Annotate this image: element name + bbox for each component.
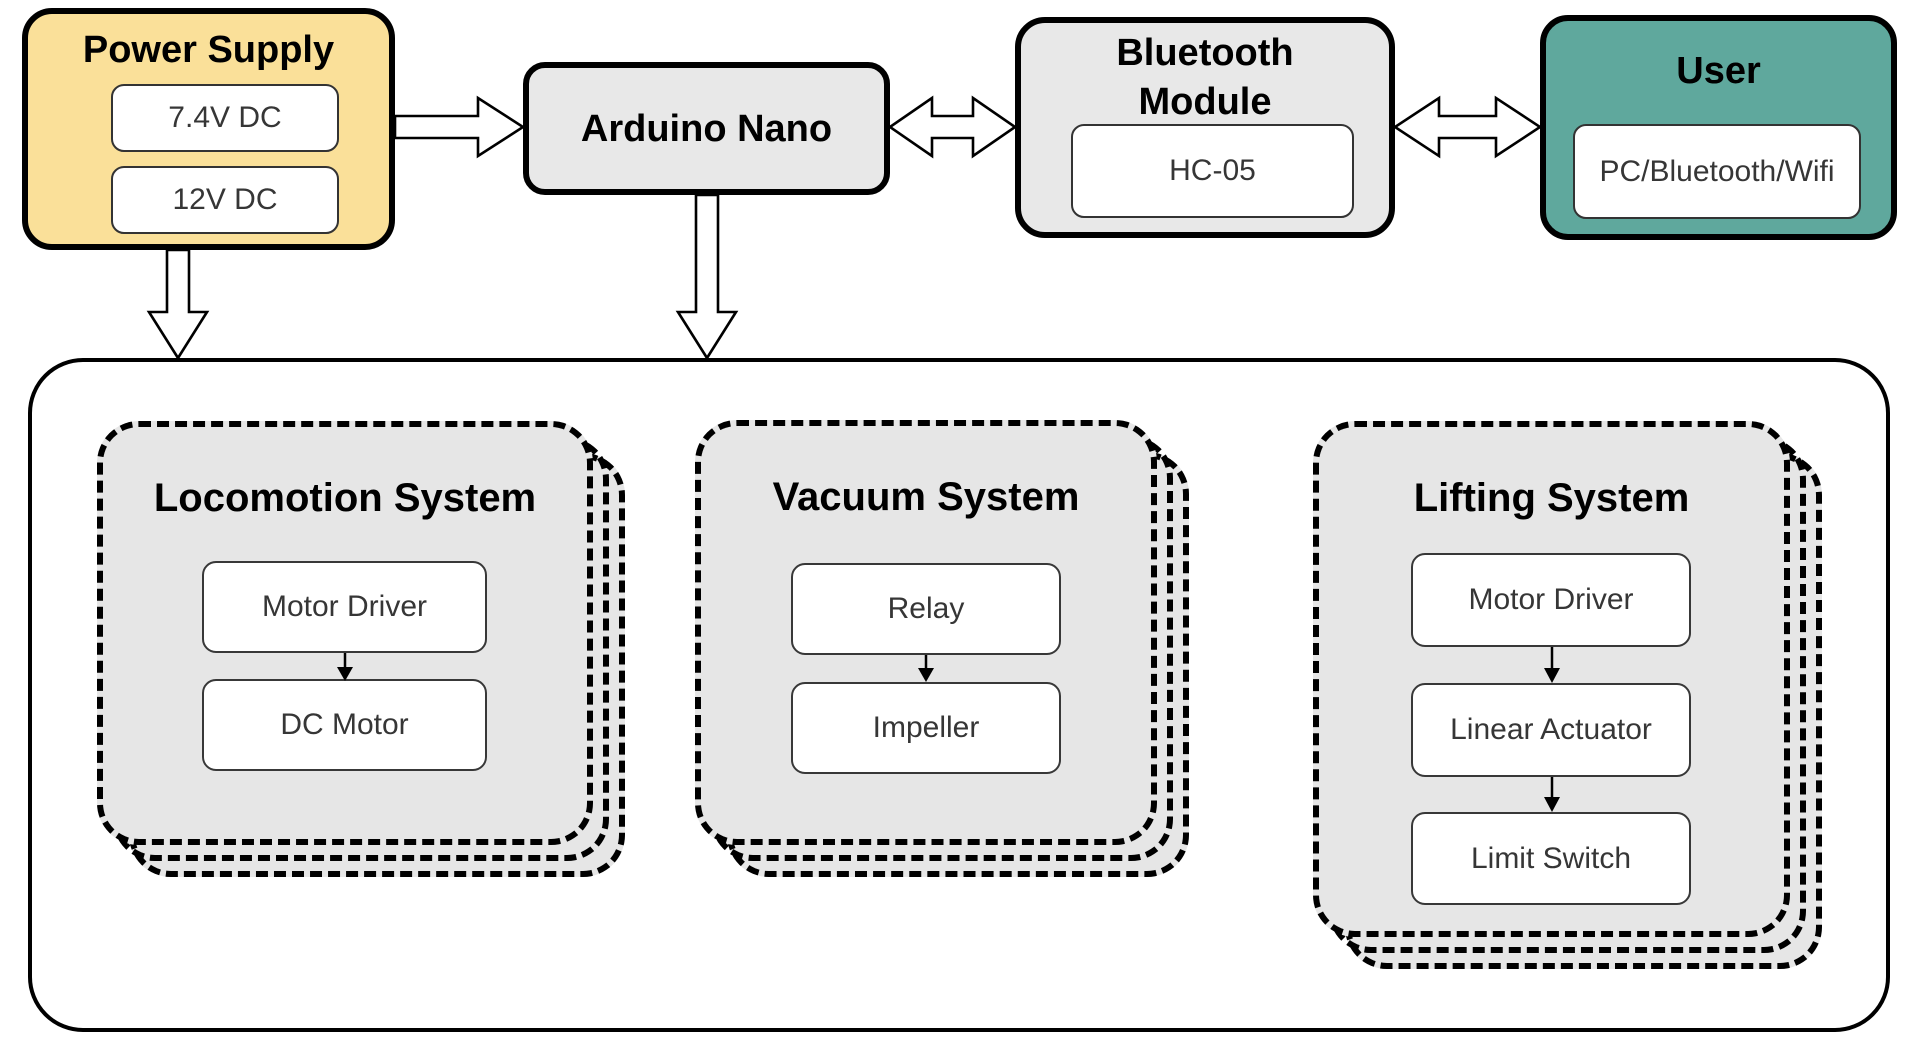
arrow-arduino-bluetooth-icon (887, 95, 1018, 159)
arrow-power-to-arduino-icon (393, 95, 526, 159)
power-supply-title: Power Supply (82, 29, 335, 71)
bluetooth-module-box: Bluetooth Module HC-05 (1015, 17, 1395, 238)
power-item-7v4: 7.4V DC (111, 84, 339, 152)
user-item-pc-bluetooth-wifi: PC/Bluetooth/Wifi (1573, 124, 1861, 219)
user-title: User (1676, 50, 1761, 92)
user-box: User PC/Bluetooth/Wifi (1540, 15, 1897, 240)
arduino-nano-box: Arduino Nano (523, 62, 890, 195)
lifting-system-title: Lifting System (1413, 476, 1690, 520)
arrow-bluetooth-user-icon (1392, 95, 1543, 159)
locomotion-system-title: Locomotion System (153, 476, 537, 520)
arrow-arduino-to-systems-icon (675, 193, 739, 361)
bluetooth-title-line2: Module (1138, 81, 1272, 123)
bluetooth-item-hc05: HC-05 (1071, 124, 1354, 218)
component-linear-actuator: Linear Actuator (1411, 683, 1691, 777)
bluetooth-title-line1: Bluetooth (1116, 32, 1294, 74)
component-limit-switch: Limit Switch (1411, 812, 1691, 905)
component-dc-motor: DC Motor (202, 679, 487, 771)
arduino-nano-title: Arduino Nano (580, 107, 833, 150)
component-relay: Relay (791, 563, 1061, 655)
arrow-power-to-systems-icon (146, 248, 210, 361)
component-motor-driver: Motor Driver (202, 561, 487, 653)
bluetooth-module-title: Bluetooth Module (1021, 29, 1389, 127)
component-impeller: Impeller (791, 682, 1061, 774)
power-supply-box: Power Supply 7.4V DC 12V DC (22, 8, 395, 250)
vacuum-system-title: Vacuum System (772, 475, 1080, 519)
component-lift-motor-driver: Motor Driver (1411, 553, 1691, 647)
power-item-12v: 12V DC (111, 166, 339, 234)
